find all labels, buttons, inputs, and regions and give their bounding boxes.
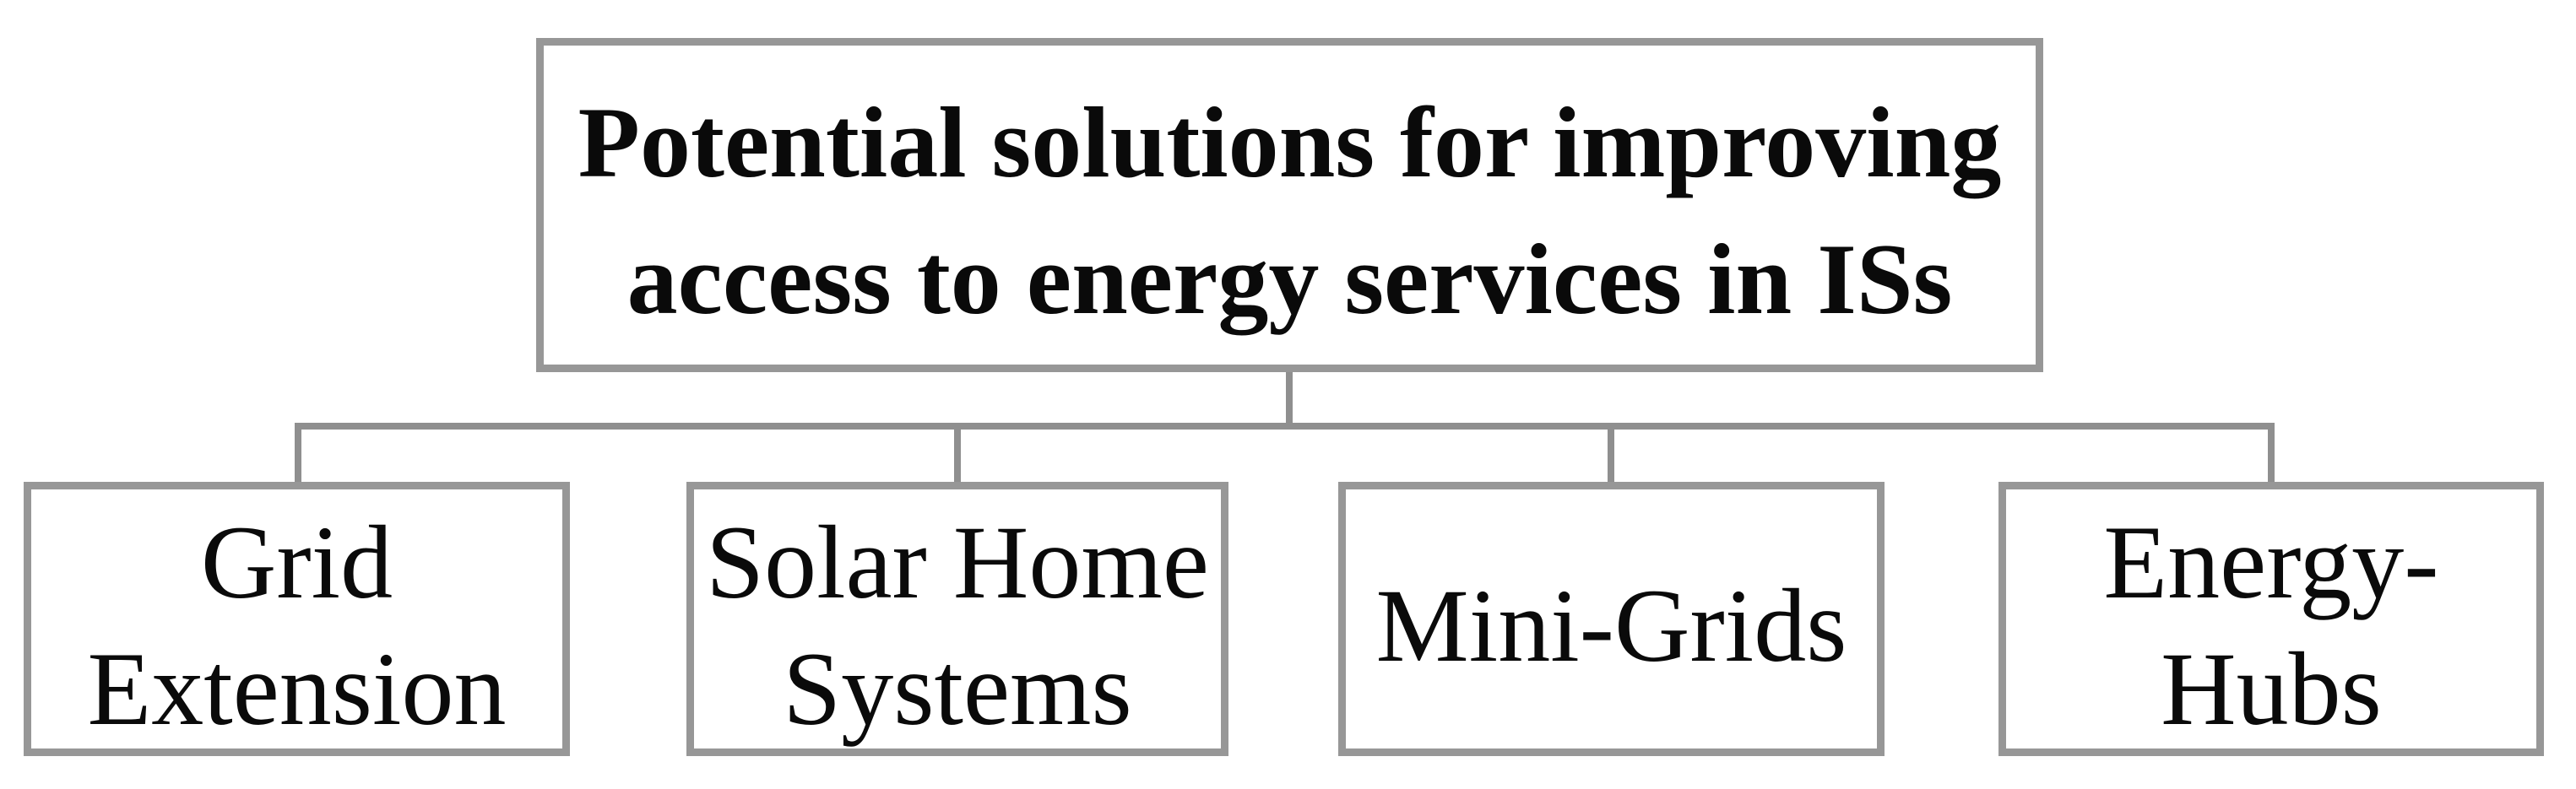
- solar-home-systems-label-line-1: Solar Home: [706, 504, 1209, 620]
- child-node-solar-home-systems: Solar Home Systems: [686, 482, 1228, 756]
- root-node-label-line-2: access to energy services in ISs: [626, 223, 1953, 335]
- grid-extension-label-line-1: Grid: [200, 504, 393, 620]
- root-node-potential-solutions: Potential solutions for improving access…: [536, 38, 2043, 372]
- energy-hubs-label-line-2: Hubs: [2161, 630, 2382, 747]
- energy-hubs-label-line-1: Energy-: [2103, 504, 2439, 620]
- grid-extension-label-line-2: Extension: [87, 630, 507, 747]
- mini-grids-label-line-1: Mini-Grids: [1375, 567, 1847, 684]
- connector-bus-line: [295, 423, 2275, 482]
- solar-home-systems-label-line-2: Systems: [783, 630, 1132, 747]
- child-node-mini-grids: Mini-Grids: [1338, 482, 1885, 756]
- child-node-energy-hubs: Energy- Hubs: [1998, 482, 2544, 756]
- root-node-label-line-1: Potential solutions for improving: [578, 86, 2002, 198]
- child-node-grid-extension: Grid Extension: [24, 482, 570, 756]
